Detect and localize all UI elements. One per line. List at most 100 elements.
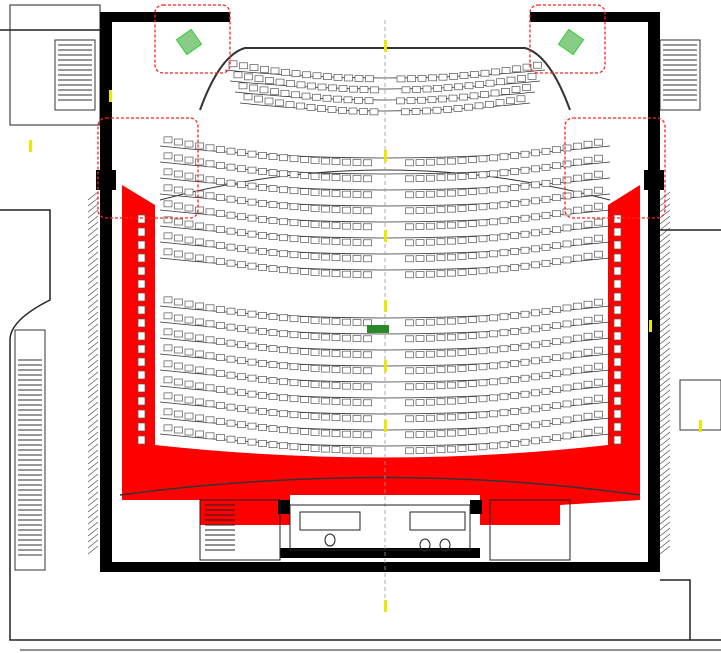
seat — [237, 213, 246, 221]
seat — [216, 146, 225, 153]
seat — [613, 253, 622, 263]
seat — [510, 184, 519, 191]
seat — [312, 93, 321, 101]
seat — [226, 371, 236, 379]
center-marker — [367, 325, 389, 333]
seat — [531, 165, 540, 173]
seat — [163, 376, 173, 384]
seat — [184, 316, 194, 324]
seat — [300, 220, 309, 227]
seat — [291, 70, 301, 77]
seat — [237, 245, 246, 253]
hatch-line — [659, 443, 671, 453]
seat — [137, 422, 146, 432]
seat — [289, 395, 299, 403]
seat — [310, 413, 320, 420]
seat — [363, 223, 372, 231]
seat — [468, 396, 477, 404]
seat — [573, 302, 582, 310]
seat — [352, 175, 362, 182]
seat — [468, 156, 477, 164]
seat — [195, 190, 204, 198]
hatch-line — [659, 227, 671, 237]
seat — [163, 392, 173, 400]
hatch-line — [87, 365, 99, 375]
seat — [613, 344, 622, 354]
hatch-line — [87, 383, 99, 393]
seat — [426, 366, 435, 374]
seat — [501, 87, 510, 95]
seat — [205, 144, 215, 152]
seat — [363, 383, 372, 391]
seat — [583, 300, 593, 308]
seat — [216, 162, 225, 169]
hatch-line — [659, 245, 671, 255]
hatch-line — [659, 347, 671, 357]
seat — [237, 405, 246, 413]
seat — [216, 178, 225, 185]
hatch-line — [87, 227, 99, 237]
seat — [363, 415, 372, 423]
seat — [331, 350, 341, 358]
seat — [520, 358, 530, 366]
seat — [137, 435, 146, 445]
seat — [174, 202, 183, 210]
seat — [216, 210, 225, 217]
dimension-marker — [384, 230, 387, 242]
seat — [258, 152, 267, 159]
seat — [254, 75, 264, 83]
hatch-line — [87, 461, 99, 471]
seat — [163, 232, 173, 240]
seat — [480, 69, 490, 77]
seat — [541, 211, 551, 219]
seat — [321, 253, 330, 261]
seat — [137, 331, 146, 341]
hatch-line — [659, 509, 671, 519]
seat — [562, 224, 572, 232]
hatch-line — [87, 281, 99, 291]
hatch-line — [659, 341, 671, 351]
seat — [247, 342, 257, 350]
dimension-marker — [384, 150, 387, 162]
seat — [174, 362, 183, 370]
seat — [247, 214, 257, 222]
seat — [478, 187, 488, 195]
seat — [321, 445, 330, 453]
seat — [195, 350, 204, 358]
seat — [426, 398, 435, 406]
seat — [573, 190, 582, 198]
seat — [363, 191, 372, 199]
seat — [594, 410, 603, 418]
seat — [310, 189, 320, 196]
seat — [268, 217, 278, 224]
seat — [363, 319, 372, 327]
seat — [369, 108, 379, 116]
seat — [279, 170, 288, 178]
seat — [426, 446, 435, 454]
seat — [594, 346, 603, 354]
seat — [184, 396, 194, 404]
seat-row — [159, 376, 611, 407]
seat — [184, 140, 194, 148]
seat — [226, 403, 236, 411]
hatch-line — [659, 455, 671, 465]
seat — [457, 397, 467, 404]
seat — [499, 329, 509, 337]
hatch-line — [87, 251, 99, 261]
seat — [195, 142, 204, 150]
seat — [573, 382, 582, 390]
seat — [268, 153, 278, 160]
seat — [174, 298, 183, 306]
seat-row — [224, 60, 546, 83]
hatch-line — [659, 425, 671, 435]
seat — [342, 190, 351, 198]
seat — [205, 176, 215, 184]
seat — [342, 238, 351, 246]
seat — [331, 206, 341, 214]
seat — [300, 204, 309, 211]
seat — [541, 259, 551, 267]
seat — [174, 218, 183, 226]
seat — [415, 271, 425, 278]
seat — [562, 208, 572, 216]
seat — [321, 349, 330, 357]
